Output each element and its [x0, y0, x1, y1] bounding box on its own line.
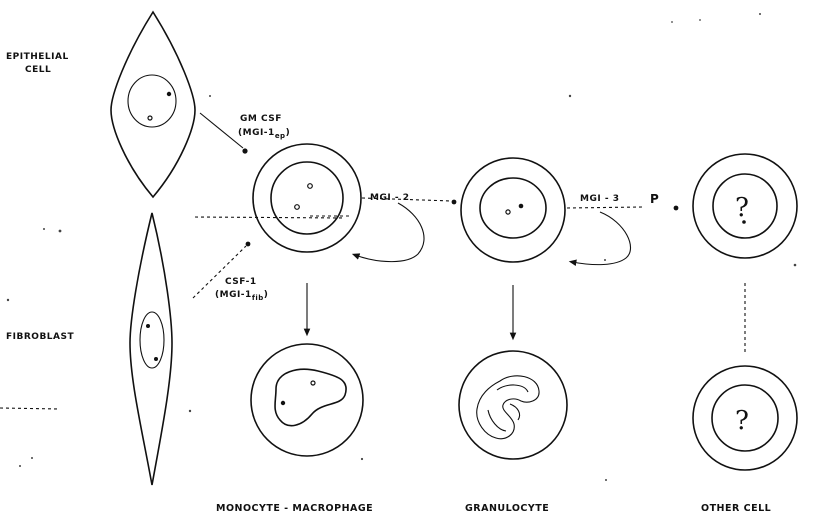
- monocyte-macrophage-label: MONOCYTE - MACROPHAGE: [216, 503, 373, 514]
- monocyte-macrophage-cell: [251, 344, 363, 456]
- granulocyte-label: GRANULOCYTE: [465, 503, 549, 514]
- csf-1-label: CSF-1: [225, 277, 257, 287]
- mgi-1-ep-label: (MGI-1ep): [238, 128, 290, 140]
- fibroblast-label: FIBROBLAST: [6, 332, 74, 342]
- other-cell-question-bottom: ?: [735, 406, 749, 436]
- progenitor-cell: [253, 144, 361, 252]
- fibroblast-nucleus: [140, 312, 164, 368]
- mgi-2-arrow: [355, 198, 456, 262]
- other-cell-label: OTHER CELL: [701, 503, 771, 514]
- other-cell-top: ?: [693, 154, 797, 258]
- mgi-3-label: MGI - 3: [580, 194, 619, 204]
- mgi-2-label: MGI - 2: [370, 193, 409, 203]
- scan-dash-line-left: [0, 408, 60, 409]
- epithelial-cell: [111, 12, 195, 197]
- fibroblast-cell: [130, 213, 172, 485]
- scan-dash-line: [195, 217, 345, 218]
- epithelial-label-line2: CELL: [25, 65, 51, 75]
- mgi-3-arrow: [567, 206, 678, 265]
- other-cell-question-top: ?: [735, 193, 749, 223]
- granulocyte-cell: [459, 351, 567, 459]
- other-cell-bottom: ?: [693, 366, 797, 470]
- intermediate-cell: [461, 158, 565, 262]
- epithelial-label-line1: EPITHELIAL: [6, 52, 69, 62]
- vertical-arrows: [307, 283, 745, 354]
- scan-noise: [7, 13, 797, 481]
- gm-csf-label: GM CSF: [240, 114, 282, 124]
- p-label: P: [650, 192, 659, 206]
- mgi-1-fib-label: (MGI-1fib): [215, 290, 268, 302]
